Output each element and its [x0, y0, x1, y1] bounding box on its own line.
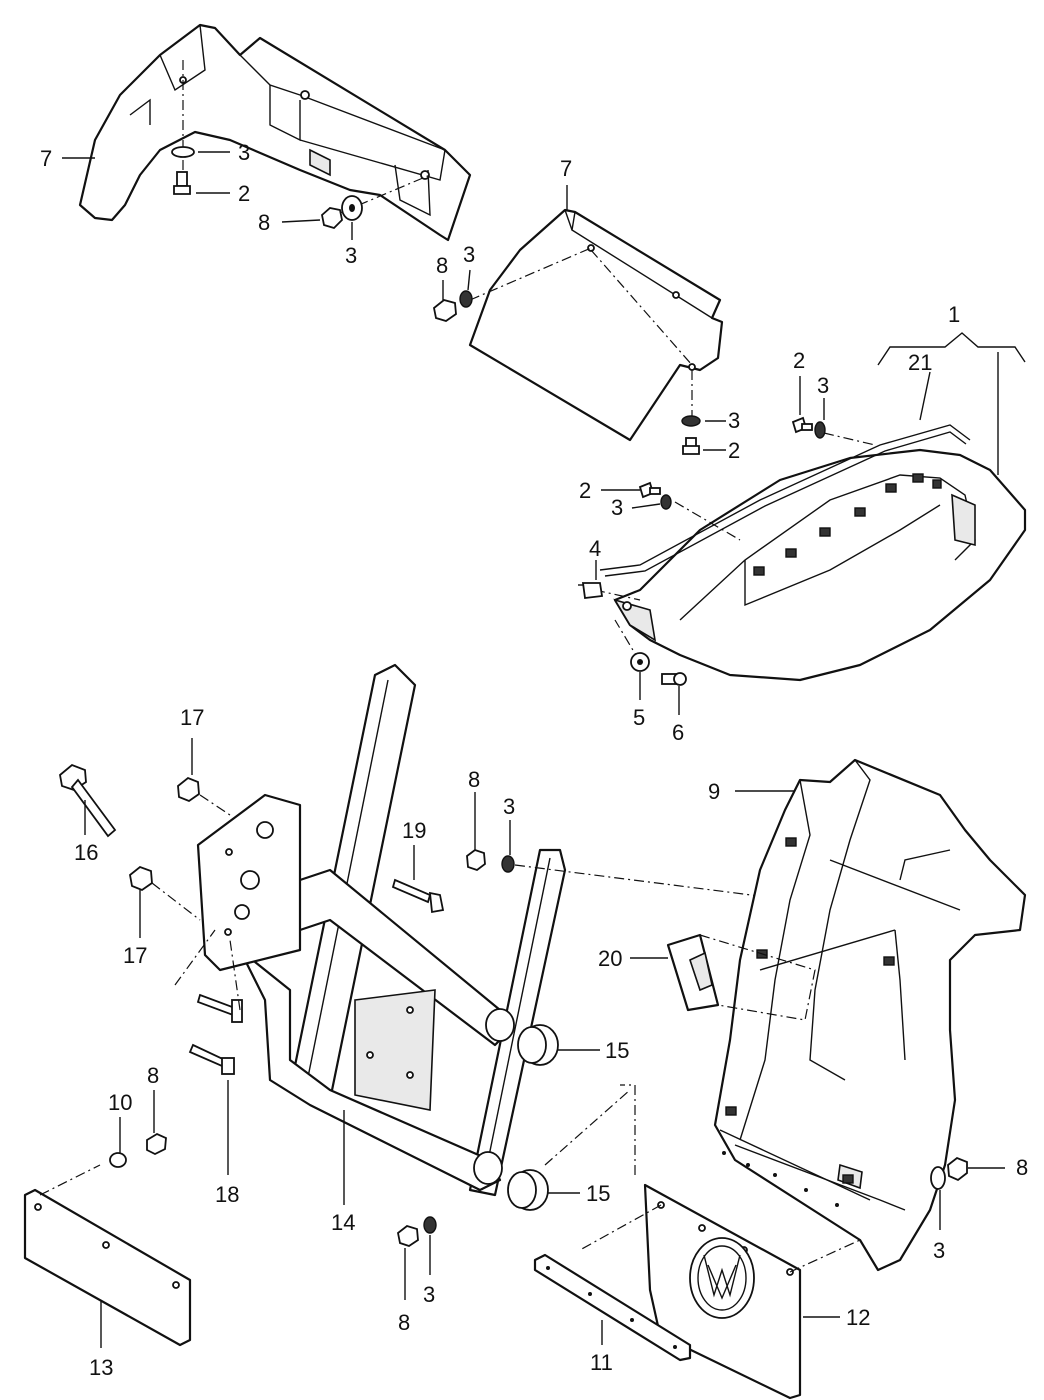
callout-21: 21 [908, 350, 932, 375]
callout-3: 3 [423, 1282, 435, 1307]
callout-8: 8 [436, 253, 448, 278]
support-frame [196, 663, 567, 1197]
nut [321, 207, 343, 230]
callout-3: 3 [503, 794, 515, 819]
callout-labels: 7 3 2 8 3 7 8 3 3 2 1 21 2 3 2 3 4 5 6 1… [40, 140, 1028, 1380]
callout-11: 11 [590, 1350, 613, 1375]
callout-3: 3 [933, 1238, 945, 1263]
rear-fender-panel [713, 758, 1027, 1272]
plug [507, 1169, 549, 1211]
wheel-arch-cover-right [468, 208, 724, 442]
nut [397, 1225, 419, 1247]
callout-2: 2 [238, 181, 250, 206]
washer [423, 1216, 437, 1234]
callout-5: 5 [633, 705, 645, 730]
nut [129, 865, 153, 892]
callout-18: 18 [215, 1182, 239, 1207]
label-sticker [666, 933, 816, 1021]
nut [433, 299, 457, 322]
vw-logo-emblem [689, 1237, 755, 1319]
callout-12: 12 [846, 1305, 870, 1330]
washer [171, 146, 195, 158]
callout-2: 2 [793, 348, 805, 373]
callout-4: 4 [589, 536, 601, 561]
callout-19: 19 [402, 818, 426, 843]
washer [109, 1152, 127, 1168]
clip [578, 582, 604, 599]
callout-6: 6 [672, 720, 684, 745]
callout-8: 8 [258, 210, 270, 235]
washer [501, 855, 515, 873]
screw [661, 672, 687, 686]
bolt [391, 878, 445, 914]
washer [660, 494, 672, 510]
callout-15: 15 [605, 1038, 629, 1063]
callout-3: 3 [345, 243, 357, 268]
callout-3: 3 [728, 408, 740, 433]
trim-strip [599, 424, 971, 577]
callout-13: 13 [89, 1355, 113, 1380]
washer [814, 421, 826, 439]
washer [930, 1166, 946, 1190]
callout-2: 2 [728, 438, 740, 463]
wheel-arch-liner-left [78, 23, 472, 242]
callout-17: 17 [180, 705, 204, 730]
callout-1: 1 [948, 302, 960, 327]
license-plate-panel [23, 1188, 192, 1347]
mounting-strip [533, 1253, 692, 1362]
callout-3: 3 [238, 140, 250, 165]
callout-14: 14 [331, 1210, 355, 1235]
screw [173, 171, 191, 195]
callout-20: 20 [598, 946, 622, 971]
callout-3: 3 [463, 242, 475, 267]
nut [947, 1156, 968, 1182]
plug [517, 1024, 559, 1066]
callout-8: 8 [147, 1063, 159, 1088]
leader-lines [62, 151, 1005, 1348]
callout-17: 17 [123, 943, 147, 968]
callout-15: 15 [586, 1181, 610, 1206]
washer [681, 415, 701, 427]
callout-3: 3 [817, 373, 829, 398]
screw [682, 437, 700, 455]
callout-9: 9 [708, 779, 720, 804]
nut [177, 776, 200, 803]
fender-assembly [613, 448, 1027, 682]
callout-16: 16 [74, 840, 98, 865]
washer [459, 290, 473, 308]
callout-7: 7 [560, 156, 572, 181]
stud-bolt [188, 993, 243, 1075]
callout-7: 7 [40, 146, 52, 171]
callout-8: 8 [468, 767, 480, 792]
nut [146, 1132, 167, 1156]
callout-8: 8 [398, 1310, 410, 1335]
mud-flap [579, 1183, 861, 1400]
screw [791, 416, 813, 434]
callout-3: 3 [611, 495, 623, 520]
callout-2: 2 [579, 478, 591, 503]
callout-8: 8 [1016, 1155, 1028, 1180]
callout-10: 10 [108, 1090, 132, 1115]
screw [638, 481, 661, 499]
bolt [59, 763, 117, 838]
nut [466, 848, 486, 872]
